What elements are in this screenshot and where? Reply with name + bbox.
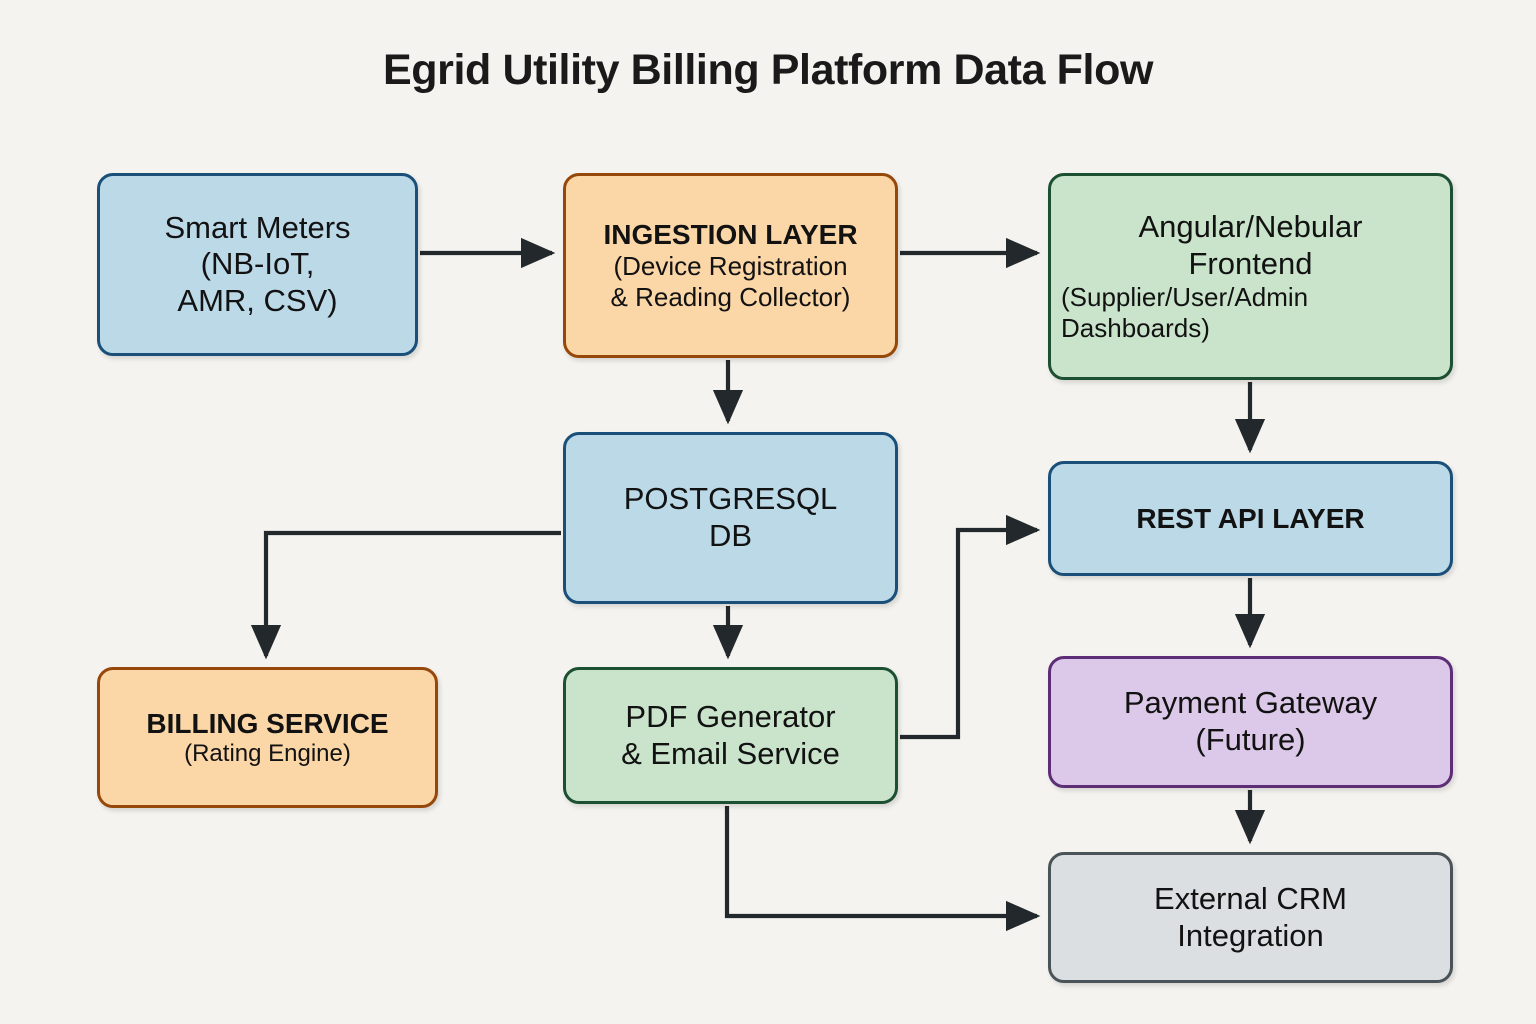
node-frontend-line3: (Supplier/User/Admin: [1061, 282, 1309, 313]
edge-pdf-to-rest-api: [900, 514, 1041, 740]
node-pdf-line2: & Email Service: [621, 735, 840, 771]
node-billing-service-line2: (Rating Engine): [184, 739, 351, 767]
node-angular-nebular-frontend[interactable]: Angular/Nebular Frontend (Supplier/User/…: [1048, 173, 1453, 380]
edge-postgres-to-billing: [250, 530, 561, 660]
node-billing-service-line1: BILLING SERVICE: [146, 707, 389, 739]
node-payment-gateway[interactable]: Payment Gateway (Future): [1048, 656, 1453, 788]
node-pdf-generator-email-service[interactable]: PDF Generator & Email Service: [563, 667, 898, 804]
node-ingestion-layer[interactable]: INGESTION LAYER (Device Registration & R…: [563, 173, 898, 358]
node-frontend-line1: Angular/Nebular: [1138, 209, 1363, 245]
node-postgresql-db-line1: POSTGRESQL: [623, 481, 838, 517]
edge-pdf-to-crm: [724, 806, 1041, 932]
node-pdf-line1: PDF Generator: [625, 698, 836, 734]
node-external-crm-integration[interactable]: External CRM Integration: [1048, 852, 1453, 983]
node-rest-api-layer-line1: REST API LAYER: [1136, 502, 1365, 534]
node-crm-line2: Integration: [1177, 917, 1324, 953]
node-payment-gateway-line2: (Future): [1195, 722, 1306, 757]
node-rest-api-layer[interactable]: REST API LAYER: [1048, 461, 1453, 576]
node-ingestion-layer-line2: (Device Registration: [613, 251, 848, 282]
node-smart-meters-line2: (NB-IoT,: [200, 246, 315, 282]
node-postgresql-db-line2: DB: [708, 518, 753, 553]
node-smart-meters-line3: AMR, CSV): [177, 282, 338, 318]
page-title: Egrid Utility Billing Platform Data Flow: [383, 46, 1153, 94]
node-billing-service[interactable]: BILLING SERVICE (Rating Engine): [97, 667, 438, 808]
node-ingestion-layer-line1: INGESTION LAYER: [603, 219, 858, 251]
node-smart-meters[interactable]: Smart Meters (NB-IoT, AMR, CSV): [97, 173, 418, 356]
node-ingestion-layer-line3: & Reading Collector): [610, 282, 851, 313]
node-frontend-line2: Frontend: [1188, 245, 1313, 281]
node-crm-line1: External CRM: [1154, 880, 1347, 916]
node-frontend-line4: Dashboards): [1061, 313, 1210, 344]
node-postgresql-db[interactable]: POSTGRESQL DB: [563, 432, 898, 604]
node-payment-gateway-line1: Payment Gateway: [1123, 685, 1378, 721]
node-smart-meters-line1: Smart Meters: [164, 209, 351, 245]
